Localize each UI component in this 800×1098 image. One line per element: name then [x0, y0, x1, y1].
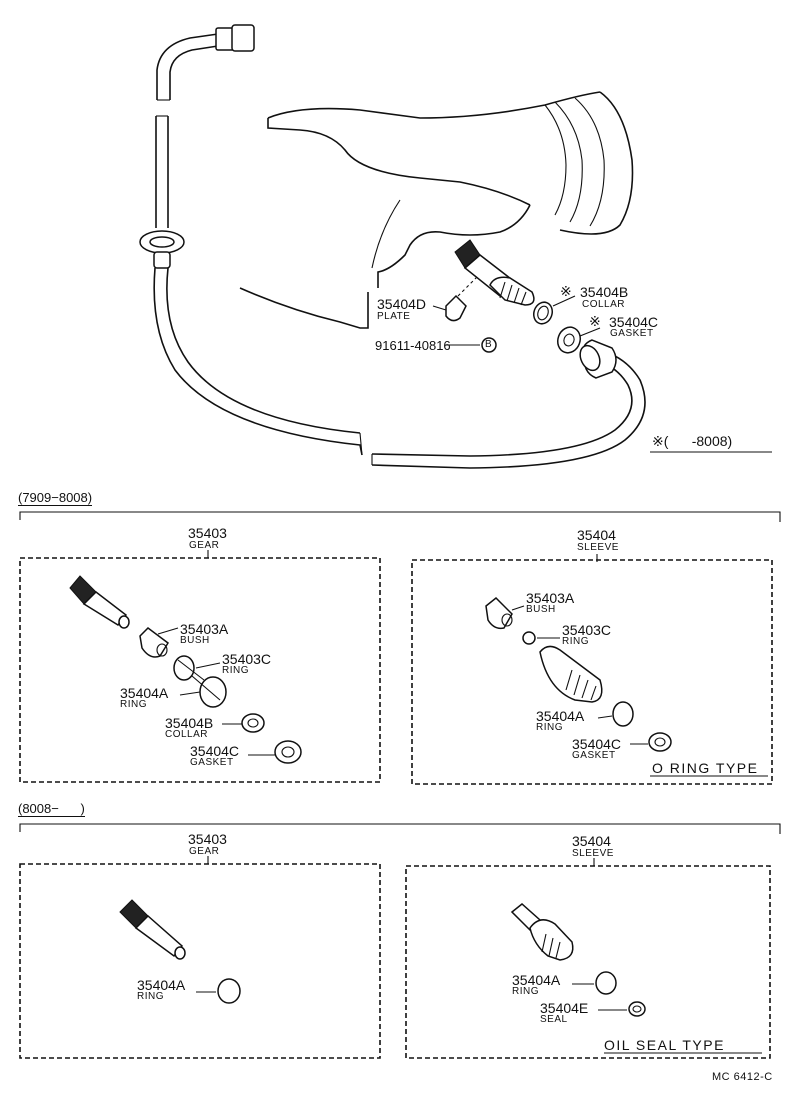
- figure-code: MC 6412-C: [712, 1071, 773, 1083]
- sleeve-box-1-name: SLEEVE: [577, 542, 619, 553]
- o-ring: [217, 978, 241, 1004]
- s1-35404c-part: 35404C: [572, 736, 622, 752]
- s1-35403a-name: BUSH: [526, 604, 556, 615]
- g1-35403a-name: BUSH: [180, 635, 210, 646]
- sleeve-box-2: [405, 865, 771, 1059]
- leader-line: [511, 605, 525, 611]
- cable-bottom-sweep: [371, 339, 646, 469]
- s2-35404a-part: 35404A: [512, 972, 561, 988]
- label-35404c-name: GASKET: [610, 328, 654, 339]
- circled-reference-mark: [481, 337, 497, 353]
- leader-line: [579, 327, 601, 337]
- transmission-housing: [239, 91, 634, 329]
- label-35404c-mark: ※: [589, 313, 601, 329]
- gear-box-1: [19, 557, 381, 783]
- leader-line: [432, 305, 447, 311]
- sleeve-box-2-part: 35404: [572, 833, 611, 849]
- g1-35404b-part: 35404B: [165, 715, 214, 731]
- s1-35404a-part: 35404A: [536, 708, 585, 724]
- gear-box-1-name: GEAR: [189, 540, 220, 551]
- g1-35404c-name: GASKET: [190, 757, 234, 768]
- sleeve-body: [539, 645, 603, 703]
- s1-35404a-name: RING: [536, 722, 563, 733]
- g1-35404a-name: RING: [120, 699, 147, 710]
- g2-35404a-name: RING: [137, 991, 164, 1002]
- label-91611-40816: 91611-40816: [375, 338, 451, 353]
- oil-seal: [628, 1001, 646, 1017]
- bush-part: [485, 596, 513, 630]
- sleeve-body: [510, 903, 574, 961]
- driven-gear-sleeve: [445, 239, 535, 322]
- label-35404c-part: 35404C: [609, 314, 659, 330]
- collar-ring: [241, 713, 265, 733]
- s1-35403c-part: 35403C: [562, 622, 612, 638]
- label-35404b-part: 35404B: [580, 284, 629, 300]
- circled-b: B: [485, 339, 493, 350]
- section-2-range: (8008− ): [18, 801, 85, 817]
- g1-35404b-name: COLLAR: [165, 729, 209, 740]
- gear-box-2-name: GEAR: [189, 846, 220, 857]
- g1-35403a-part: 35403A: [180, 621, 229, 637]
- leader-line: [597, 715, 613, 719]
- gasket-ring: [274, 740, 302, 764]
- header-note: ※( -8008): [652, 433, 733, 449]
- label-35404b-mark: ※: [560, 283, 572, 299]
- s1-35404c-name: GASKET: [572, 750, 616, 761]
- label-35404b-name: COLLAR: [582, 299, 626, 310]
- ring-cylinder: [173, 655, 227, 708]
- leader-line: [157, 627, 179, 635]
- gear-shaft: [119, 899, 186, 960]
- g1-35404a-part: 35404A: [120, 685, 169, 701]
- gasket-ring: [648, 732, 672, 752]
- label-35404d-part: 35404D: [377, 296, 427, 312]
- cable-vertical: [139, 115, 363, 456]
- sleeve-box-1-part: 35404: [577, 527, 616, 543]
- gear-box-1-part: 35403: [188, 525, 227, 541]
- collar-ring: [532, 301, 554, 325]
- leader-line: [195, 662, 221, 669]
- g2-35404a-part: 35404A: [137, 977, 186, 993]
- cable-top-connector: [156, 24, 255, 101]
- o-ring: [612, 701, 634, 727]
- s2-35404a-name: RING: [512, 986, 539, 997]
- s1-35403a-part: 35403A: [526, 590, 575, 606]
- s1-35403c-name: RING: [562, 636, 589, 647]
- s2-35404e-part: 35404E: [540, 1000, 589, 1016]
- sleeve-box-2-name: SLEEVE: [572, 848, 614, 859]
- bush-part: [139, 627, 169, 658]
- g1-35404c-part: 35404C: [190, 743, 240, 759]
- o-ring-type-label: O RING TYPE: [652, 760, 759, 776]
- section-1-range: (7909−8008): [18, 490, 93, 506]
- gear-shaft: [69, 575, 130, 629]
- oil-seal-type-label: OIL SEAL TYPE: [604, 1037, 725, 1053]
- leader-line: [179, 691, 201, 696]
- sleeve-box-1: [411, 559, 773, 785]
- gasket-ring: [556, 326, 582, 354]
- section-1-bracket: [19, 511, 781, 522]
- o-ring: [522, 631, 536, 645]
- gear-box-2: [19, 863, 381, 1059]
- section-2-bracket: [19, 823, 781, 834]
- label-35404d-name: PLATE: [377, 311, 411, 322]
- g1-35403c-part: 35403C: [222, 651, 272, 667]
- o-ring: [595, 971, 617, 995]
- g1-35403c-name: RING: [222, 665, 249, 676]
- gear-box-2-part: 35403: [188, 831, 227, 847]
- leader-line: [552, 295, 576, 307]
- s2-35404e-name: SEAL: [540, 1014, 568, 1025]
